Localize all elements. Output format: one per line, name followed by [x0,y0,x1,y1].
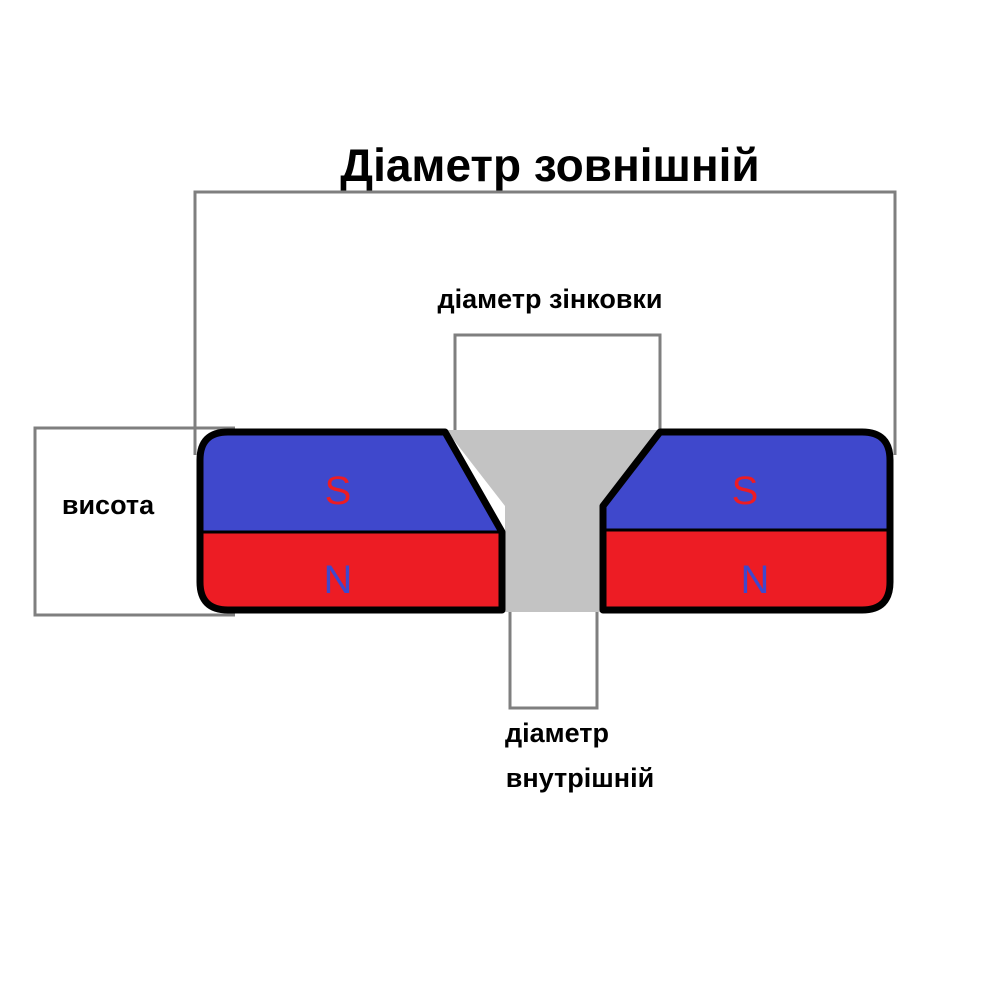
right-north-letter: N [741,558,770,602]
inner-diameter-label-line2: внутрішній [506,763,654,793]
inner-diameter-label-line1: діаметр [505,718,609,748]
inner-diameter-bracket [508,612,599,710]
right-south-letter: S [732,469,759,513]
left-north-pole-region [200,532,502,610]
outer-diameter-label: Діаметр зовнішній [340,139,759,191]
left-south-letter: S [325,469,352,513]
countersink-diameter-bracket [453,333,662,430]
left-magnet-outline [196,428,506,614]
right-north-pole-region [603,530,890,610]
left-south-pole-region [200,432,502,532]
height-label: висота [62,490,155,520]
height-bracket [33,426,235,617]
outer-diameter-bracket [193,190,897,455]
countersink-diameter-label: діаметр зінковки [437,284,662,314]
right-south-pole-region [603,432,890,530]
countersunk-hole [446,430,660,612]
left-north-letter: N [324,558,353,602]
right-magnet-outline [599,428,894,614]
